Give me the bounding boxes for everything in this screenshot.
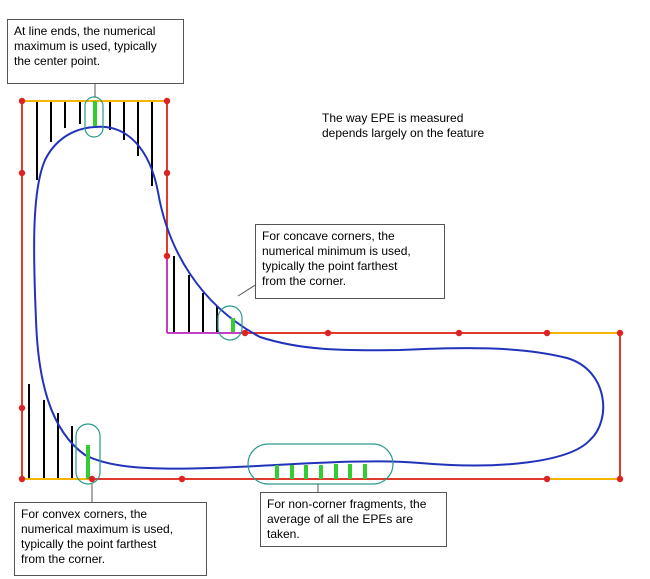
hatch-top [36,101,153,186]
callout-text-line: maximum is used, typically [14,39,157,53]
epe-note: The way EPE is measured depends largely … [322,111,484,141]
callout-text-line: taken. [267,527,300,541]
leader-lines [91,84,319,502]
callout-non-corner-fragments: For non-corner fragments, the average of… [260,492,447,547]
simulated-contour [33,125,605,470]
hatch-convex [28,384,73,479]
highlight-rings [75,96,394,485]
callout-text-line: average of all the EPEs are [267,512,414,526]
callout-convex-corners: For convex corners, the numerical maximu… [14,502,207,576]
callout-concave-corners: For concave corners, the numerical minim… [255,224,445,299]
note-line: The way EPE is measured [322,111,464,125]
callout-text-line: typically the point farthest [21,537,157,551]
epe-markers [86,101,367,479]
note-line: depends largely on the feature [322,126,485,140]
ring-concave [217,305,243,341]
callout-text-line: numerical maximum is used, [21,522,174,536]
vertices [18,97,624,483]
callout-text-line: For convex corners, the [21,507,148,521]
hatch-concave [173,256,218,332]
callout-text-line: numerical minimum is used, [262,244,411,258]
callout-text-line: For non-corner fragments, the [267,497,427,511]
callout-text-line: from the corner. [21,552,106,566]
callout-text-line: For concave corners, the [262,229,395,243]
ring-noncorner [247,443,394,485]
ring-line-end [84,96,104,138]
callout-text-line: the center point. [14,54,101,68]
callout-text-line: from the corner. [262,274,347,288]
callout-text-line: At line ends, the numerical [14,24,156,38]
callout-text-line: typically the point farthest [262,259,398,273]
callout-line-ends: At line ends, the numerical maximum is u… [7,19,184,84]
ring-convex [75,423,101,485]
